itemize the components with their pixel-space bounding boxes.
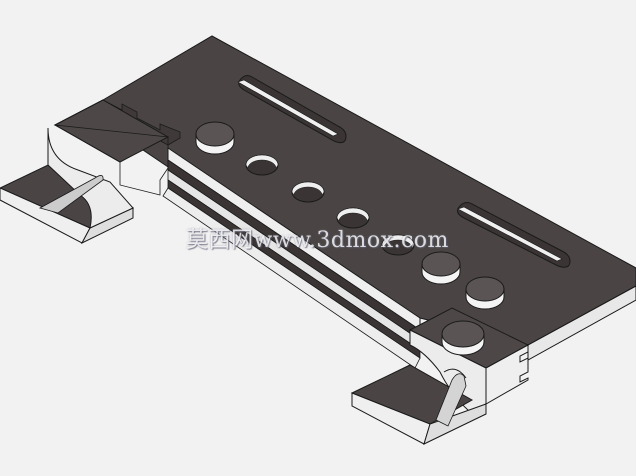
right-foot-right-side (423, 403, 487, 445)
pins (195, 121, 505, 310)
right-foot-groove (435, 373, 467, 427)
slots (237, 75, 571, 268)
right-foot (350, 307, 530, 445)
pin-1 (195, 121, 235, 155)
hole-2-wall (291, 181, 325, 196)
slot-upper-wall (237, 79, 339, 137)
right-block-side (485, 344, 529, 405)
left-foot (0, 127, 135, 245)
hole-1-wall (245, 154, 279, 169)
slot-lower-wall (457, 206, 563, 262)
main-plate (53, 35, 636, 369)
holes (245, 154, 415, 256)
left-block-side (54, 124, 169, 196)
left-foot-fillet (47, 127, 134, 229)
hole-3-wall (336, 207, 370, 222)
pin-4 (441, 320, 485, 356)
pin-3 (465, 276, 505, 310)
hole-4-wall (381, 234, 415, 249)
left-foot-groove (38, 175, 104, 214)
pin-2 (421, 251, 461, 285)
